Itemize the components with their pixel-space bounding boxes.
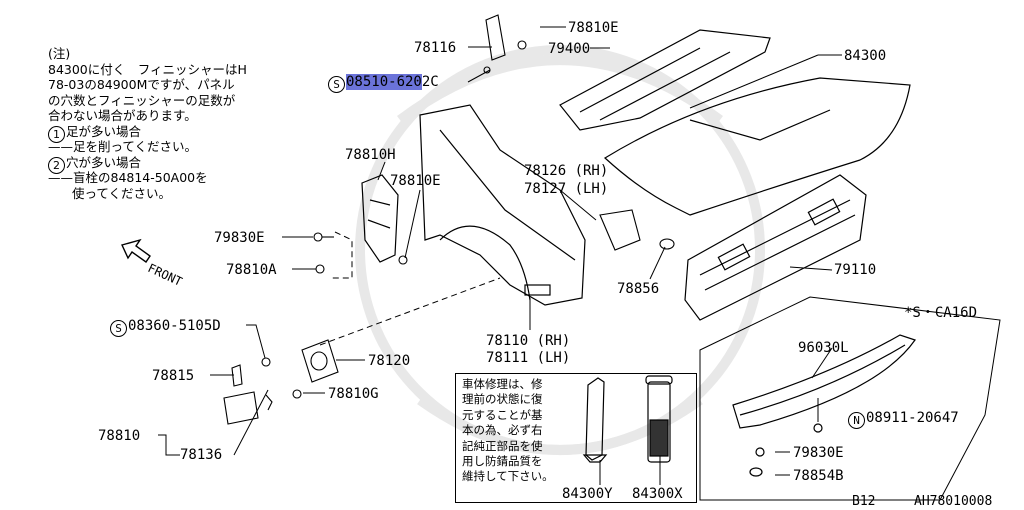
repair-note-box <box>455 373 697 503</box>
note-item-1-sub: ——足を削ってください。 <box>48 139 198 154</box>
leader-lines <box>158 26 842 485</box>
circled-s-icon: S <box>110 320 127 337</box>
part-78810A[interactable]: 78810A <box>226 262 277 278</box>
notes-block: (注) 84300に付く フィニッシャーはH 78-03の84900Mですが、パ… <box>48 46 247 201</box>
part-79830E-left[interactable]: 79830E <box>214 230 265 246</box>
side-bracket <box>361 174 399 263</box>
applicability-ca16d: *S・CA16D <box>904 305 978 321</box>
rear-spoiler <box>732 334 916 477</box>
part-84300X[interactable]: 84300X <box>632 486 683 502</box>
part-84300[interactable]: 84300 <box>844 48 887 64</box>
part-78116[interactable]: 78116 <box>414 40 457 56</box>
note-item-2-sub2: 使ってください。 <box>72 185 172 201</box>
part-78815[interactable]: 78815 <box>152 368 195 384</box>
part-84300Y[interactable]: 84300Y <box>562 486 613 502</box>
dashed-lines <box>319 231 501 346</box>
note-line: 84300に付く フィニッシャーはH <box>48 61 247 77</box>
note-heading: (注) <box>48 46 71 61</box>
part-78126[interactable]: 78126 (RH) <box>524 163 609 179</box>
repair-note-text: 車体修理は、修 理前の状態に復 元することが基 本の為、必ず右 記純正部品を使 … <box>462 377 554 484</box>
part-78810[interactable]: 78810 <box>98 428 141 444</box>
note-line: の穴数とフィニッシャーの足数が <box>48 92 236 108</box>
part-78856[interactable]: 78856 <box>617 281 660 297</box>
circled-number: 2 <box>48 156 65 174</box>
footer-ref: AH78010008 <box>914 494 993 509</box>
part-78111[interactable]: 78111 (LH) <box>486 350 571 366</box>
trunk-lid-outline <box>604 77 911 216</box>
part-78120[interactable]: 78120 <box>368 353 411 369</box>
note-line: 78-03の84900Mですが、パネル <box>48 77 235 92</box>
part-96030L[interactable]: 96030L <box>798 340 849 356</box>
circled-s-icon: S <box>328 76 345 93</box>
rear-quarter-inner <box>419 104 586 306</box>
small-parts <box>223 14 675 425</box>
circled-number: 1 <box>48 125 65 143</box>
part-78810E-mid[interactable]: 78810E <box>390 173 441 189</box>
part-78110[interactable]: 78110 (RH) <box>486 333 571 349</box>
part-78810H[interactable]: 78810H <box>345 147 396 163</box>
upper-rear-panel <box>559 29 771 131</box>
footer-code: B12 <box>852 494 876 509</box>
circled-n-icon: N <box>848 412 865 429</box>
note-item-2-sub: ——盲栓の84814-50A00を <box>48 170 208 185</box>
rear-skirt-panel <box>684 174 867 321</box>
part-79110[interactable]: 79110 <box>834 262 877 278</box>
part-78854B[interactable]: 78854B <box>793 468 844 484</box>
spoiler-group-box <box>699 296 1001 501</box>
part-78136[interactable]: 78136 <box>180 447 223 463</box>
note-line: 合わない場合があります。 <box>48 108 197 123</box>
part-79400[interactable]: 79400 <box>548 41 591 57</box>
highlighted-part-number: 08510-620 <box>346 74 422 90</box>
part-78810E-top[interactable]: 78810E <box>568 20 619 36</box>
part-78810G[interactable]: 78810G <box>328 386 379 402</box>
part-78127[interactable]: 78127 (LH) <box>524 181 609 197</box>
front-arrow-icon <box>121 238 151 263</box>
sealer-products <box>582 375 673 463</box>
part-79830E-right[interactable]: 79830E <box>793 445 844 461</box>
